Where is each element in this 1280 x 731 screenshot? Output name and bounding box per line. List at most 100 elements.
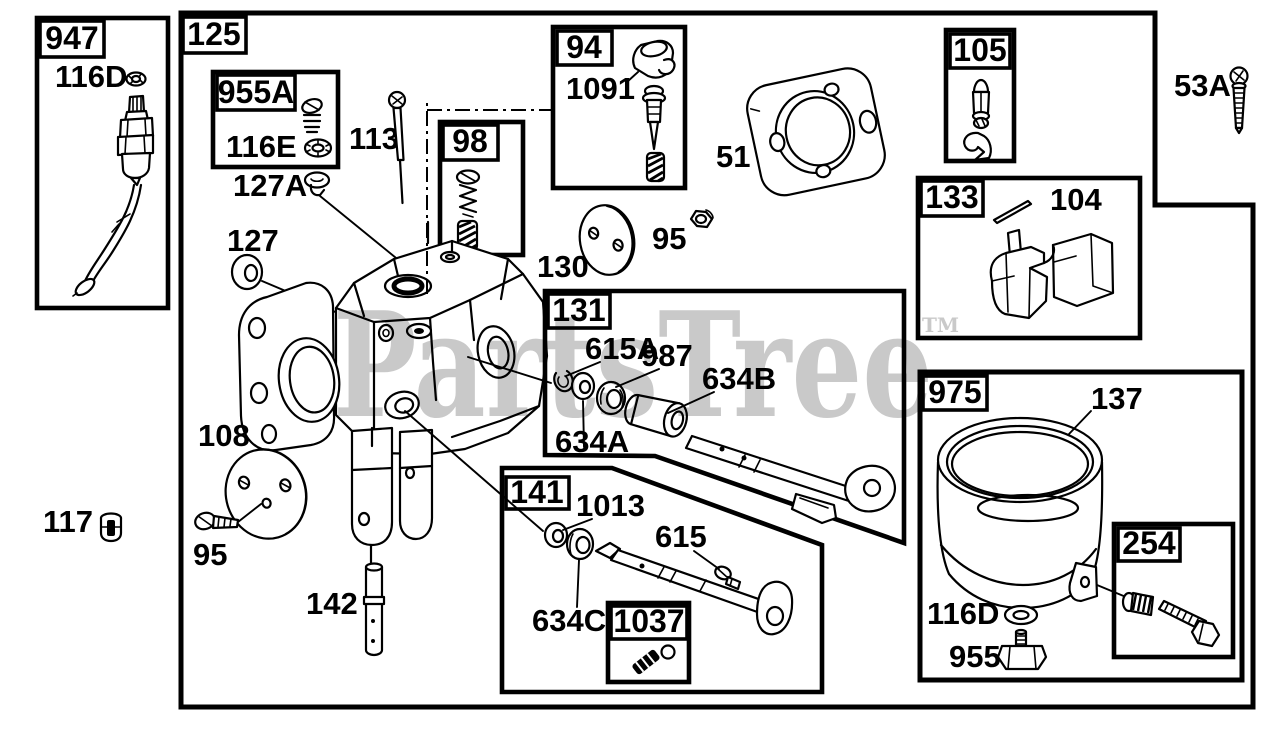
- label-947: 947: [45, 20, 98, 56]
- label-133: 133: [925, 179, 978, 215]
- label-plate-955A: [215, 73, 297, 112]
- label-131: 131: [552, 292, 605, 328]
- leader-634A-text: [582, 400, 585, 448]
- part-number-615: 615: [655, 519, 707, 554]
- bowl-screw-254-drawing: [1157, 599, 1221, 648]
- label-plate-94: [555, 29, 614, 67]
- cover-plate-130-drawing: [578, 204, 636, 276]
- part-number-127: 127: [227, 223, 279, 258]
- callout-box-975-outline: [917, 369, 1245, 683]
- leader-1013-text: [562, 518, 593, 531]
- part-number-1013: 1013: [576, 488, 645, 523]
- e-clip-615A-drawing: [553, 369, 574, 393]
- leader-bore-to-615A: [467, 356, 552, 384]
- watermark-tm-mark: TM: [922, 313, 959, 337]
- part-number-117: 117: [43, 504, 93, 539]
- part-number-615A: 615A: [585, 331, 659, 366]
- washer-116E-drawing: [303, 138, 333, 158]
- callout-box-141-outline: [499, 465, 825, 695]
- part-number-95-lower: 95: [193, 537, 227, 572]
- screw-53A-drawing: [1229, 66, 1249, 135]
- float-bowl-137-drawing: [936, 416, 1104, 610]
- label-125: 125: [187, 16, 240, 52]
- screw-113-drawing: [387, 90, 407, 205]
- label-plate-105: [948, 32, 1012, 70]
- stand-pipe-142-drawing: [362, 562, 386, 657]
- label-plate-98: [441, 123, 500, 162]
- label-105: 105: [953, 32, 1006, 68]
- float-needle-105-drawing: [971, 78, 991, 130]
- label-plate-125: [181, 15, 248, 55]
- callout-box-254-outline: [1111, 521, 1236, 660]
- bowl-nut-955-drawing: [996, 628, 1048, 671]
- part-number-127A: 127A: [233, 168, 307, 203]
- part-number-116D-bowl: 116D: [927, 596, 999, 631]
- part-number-1091: 1091: [566, 71, 635, 106]
- callout-box-1037-outline: [605, 600, 692, 685]
- leader-137-text: [1068, 410, 1092, 435]
- part-number-116E: 116E: [226, 129, 297, 164]
- label-254: 254: [1122, 525, 1176, 561]
- washer-1013-drawing: [543, 521, 569, 549]
- part-number-987: 987: [641, 338, 693, 373]
- part-number-955: 955: [949, 639, 1001, 674]
- callout-box-131-outline: [542, 288, 907, 547]
- set-screw-1037-drawing: [632, 644, 676, 675]
- choke-shaft-141-drawing: [594, 541, 794, 636]
- washer-634A-drawing: [570, 371, 596, 401]
- part-number-116D-top: 116D: [55, 59, 127, 94]
- seal-127A-drawing: [303, 171, 331, 197]
- part-number-95-upper: 95: [652, 221, 686, 256]
- leader-634B-text: [667, 391, 715, 414]
- part-number-104: 104: [1050, 182, 1102, 217]
- label-plate-141: [504, 475, 571, 511]
- washer-116D-bowl-drawing: [1003, 604, 1039, 626]
- callout-box-955A-outline: [210, 69, 341, 170]
- idle-screw-98-drawing: [455, 169, 481, 218]
- nut-95-upper-drawing: [689, 209, 714, 229]
- carburetor-body-drawing: [237, 217, 549, 566]
- primer-valve-947-drawing: [72, 94, 155, 297]
- part-number-634C: 634C: [532, 603, 606, 638]
- label-plate-254: [1116, 526, 1182, 563]
- label-plate-975: [921, 374, 989, 412]
- callout-box-94-outline: [550, 24, 688, 191]
- label-98: 98: [452, 123, 488, 159]
- spring-94-drawing: [645, 151, 666, 183]
- label-975: 975: [928, 374, 981, 410]
- leader-bowl-to-254: [1096, 584, 1127, 598]
- leader-615-text: [693, 550, 720, 570]
- needle-clip-105-drawing: [963, 131, 992, 162]
- seal-987-drawing: [595, 380, 627, 416]
- callout-box-125-outline: [178, 10, 1256, 710]
- needle-valve-94-drawing: [641, 84, 667, 151]
- label-141: 141: [510, 474, 563, 510]
- callout-box-105-outline: [943, 27, 1017, 164]
- watermark-partstree-text: PartsTree: [333, 281, 933, 451]
- gasket-51-drawing: [746, 67, 886, 197]
- part-number-51: 51: [716, 139, 750, 174]
- label-1037: 1037: [613, 603, 684, 639]
- leader-987-text: [615, 368, 660, 388]
- part-number-142: 142: [306, 586, 358, 621]
- label-plate-947: [38, 19, 106, 59]
- lock-washer-116D-top-drawing: [125, 71, 147, 87]
- washer-634C-drawing: [565, 527, 595, 561]
- label-plate-1037: [609, 604, 689, 641]
- label-plate-133: [919, 179, 985, 218]
- part-number-53A: 53A: [1174, 68, 1231, 103]
- leader-95-lower: [237, 503, 262, 523]
- screw-615-drawing: [714, 565, 742, 591]
- governor-crank-133-drawing: [989, 228, 1115, 320]
- welch-plug-117-drawing: [99, 512, 123, 543]
- part-number-634B: 634B: [702, 361, 776, 396]
- choke-cap-1091-drawing: [626, 39, 676, 83]
- grommet-127-drawing: [230, 253, 264, 291]
- leader-bore-to-141: [404, 410, 544, 532]
- spring-254-drawing: [1121, 591, 1155, 617]
- callout-box-947-outline: [34, 15, 171, 311]
- label-94: 94: [566, 29, 602, 65]
- callout-box-133-outline: [915, 175, 1143, 341]
